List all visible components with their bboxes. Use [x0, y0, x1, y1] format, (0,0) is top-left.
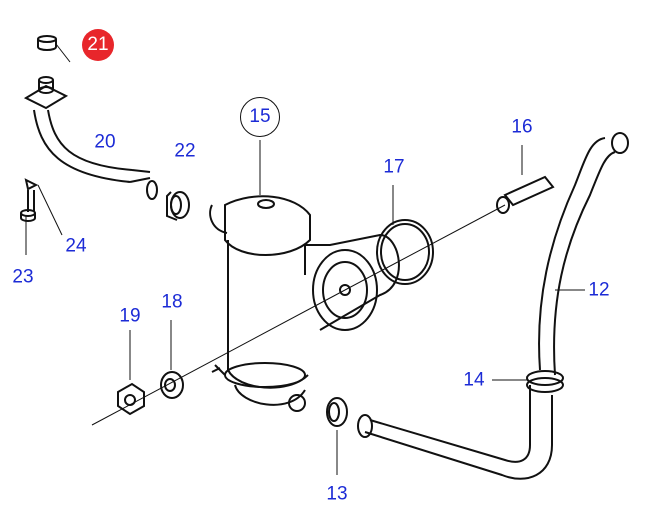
part-label-14[interactable]: 14	[463, 369, 485, 391]
part-label-15[interactable]: 15	[240, 97, 280, 137]
part-12-hose	[357, 132, 629, 480]
part-18-19-nut-washer	[91, 204, 506, 426]
part-20-pipe	[23, 76, 158, 200]
part-15-filter-housing	[209, 140, 400, 412]
part-label-22[interactable]: 22	[174, 140, 196, 162]
part-label-16[interactable]: 16	[511, 116, 533, 138]
part-label-19[interactable]: 19	[119, 305, 141, 327]
part-label-21[interactable]: 21	[82, 29, 114, 61]
part-label-20[interactable]: 20	[94, 131, 116, 153]
part-label-17[interactable]: 17	[383, 156, 405, 178]
part-13-ring	[326, 397, 348, 475]
part-21-cap	[37, 35, 57, 51]
part-16-nipple	[496, 145, 555, 214]
part-label-24[interactable]: 24	[65, 235, 87, 257]
part-label-18[interactable]: 18	[161, 291, 183, 313]
part-22-ring	[166, 191, 190, 221]
part-label-23[interactable]: 23	[12, 266, 34, 288]
part-label-13[interactable]: 13	[326, 483, 348, 505]
part-label-12[interactable]: 12	[588, 279, 610, 301]
part-17-gasket	[376, 185, 434, 285]
part-23-24-bolt	[20, 178, 63, 255]
leader-21	[55, 43, 71, 63]
